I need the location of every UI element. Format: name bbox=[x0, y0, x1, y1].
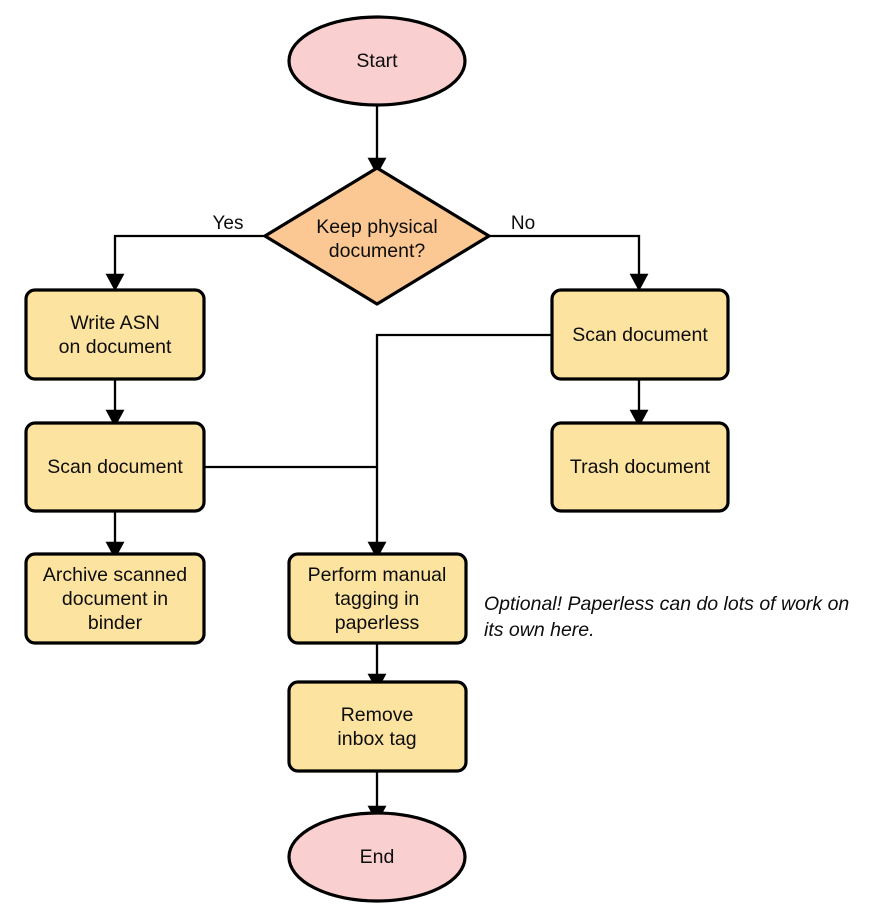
decision-label-line1: Keep physical bbox=[316, 216, 437, 238]
edge-label-layer: Yes No bbox=[213, 213, 536, 234]
write-asn-label-line2: on document bbox=[59, 336, 172, 358]
node-write-asn-on-document[interactable]: Write ASN on document bbox=[24, 288, 206, 381]
scan-left-label: Scan document bbox=[47, 456, 183, 478]
write-asn-box-shape bbox=[24, 288, 206, 381]
write-asn-label-line1: Write ASN bbox=[70, 312, 160, 334]
edge-decision-no-to-scan-right bbox=[489, 234, 649, 292]
edge-scan-right-to-tagging bbox=[367, 333, 552, 560]
annotation-line1: Optional! Paperless can do lots of work … bbox=[484, 593, 849, 615]
node-trash-document[interactable]: Trash document bbox=[550, 421, 730, 513]
scan-left-box-shape bbox=[24, 421, 206, 513]
node-start[interactable]: Start bbox=[287, 15, 467, 107]
remove-inbox-label-line1: Remove bbox=[341, 704, 414, 726]
node-scan-document-right[interactable]: Scan document bbox=[550, 288, 730, 381]
decision-label-line2: document? bbox=[329, 240, 426, 262]
node-decision-keep-physical-document[interactable]: Keep physical document? bbox=[263, 166, 491, 306]
node-end[interactable]: End bbox=[287, 811, 467, 903]
archive-label-line2: document in bbox=[62, 588, 168, 610]
node-remove-inbox-tag[interactable]: Remove inbox tag bbox=[287, 680, 468, 773]
remove-inbox-box-shape bbox=[287, 680, 468, 773]
end-label: End bbox=[360, 846, 395, 868]
archive-label-line1: Archive scanned bbox=[43, 564, 187, 586]
node-perform-manual-tagging[interactable]: Perform manual tagging in paperless bbox=[287, 552, 468, 645]
edge-decision-yes-to-write-asn bbox=[105, 234, 266, 292]
remove-inbox-label-line2: inbox tag bbox=[337, 728, 416, 750]
annotation-line2: its own here. bbox=[484, 619, 595, 641]
scan-right-label: Scan document bbox=[572, 324, 708, 346]
decision-diamond-shape bbox=[263, 166, 491, 306]
end-ellipse-shape bbox=[287, 811, 467, 903]
trash-box-shape bbox=[550, 421, 730, 513]
tagging-box-shape bbox=[287, 552, 468, 645]
node-archive-scanned-document[interactable]: Archive scanned document in binder bbox=[24, 552, 206, 645]
edge-label-no: No bbox=[511, 213, 535, 234]
annotation-optional-paperless: Optional! Paperless can do lots of work … bbox=[484, 593, 849, 641]
tagging-label-line1: Perform manual bbox=[308, 564, 447, 586]
trash-label: Trash document bbox=[570, 456, 711, 478]
tagging-label-line2: tagging in bbox=[335, 588, 420, 610]
edge-label-yes: Yes bbox=[213, 213, 244, 234]
edge-layer bbox=[105, 101, 649, 824]
archive-label-line3: binder bbox=[88, 612, 143, 634]
scan-right-box-shape bbox=[550, 288, 730, 381]
tagging-label-line3: paperless bbox=[335, 612, 420, 634]
node-scan-document-left[interactable]: Scan document bbox=[24, 421, 206, 513]
start-ellipse-shape bbox=[287, 15, 467, 107]
archive-box-shape bbox=[24, 552, 206, 645]
start-label: Start bbox=[356, 50, 398, 72]
